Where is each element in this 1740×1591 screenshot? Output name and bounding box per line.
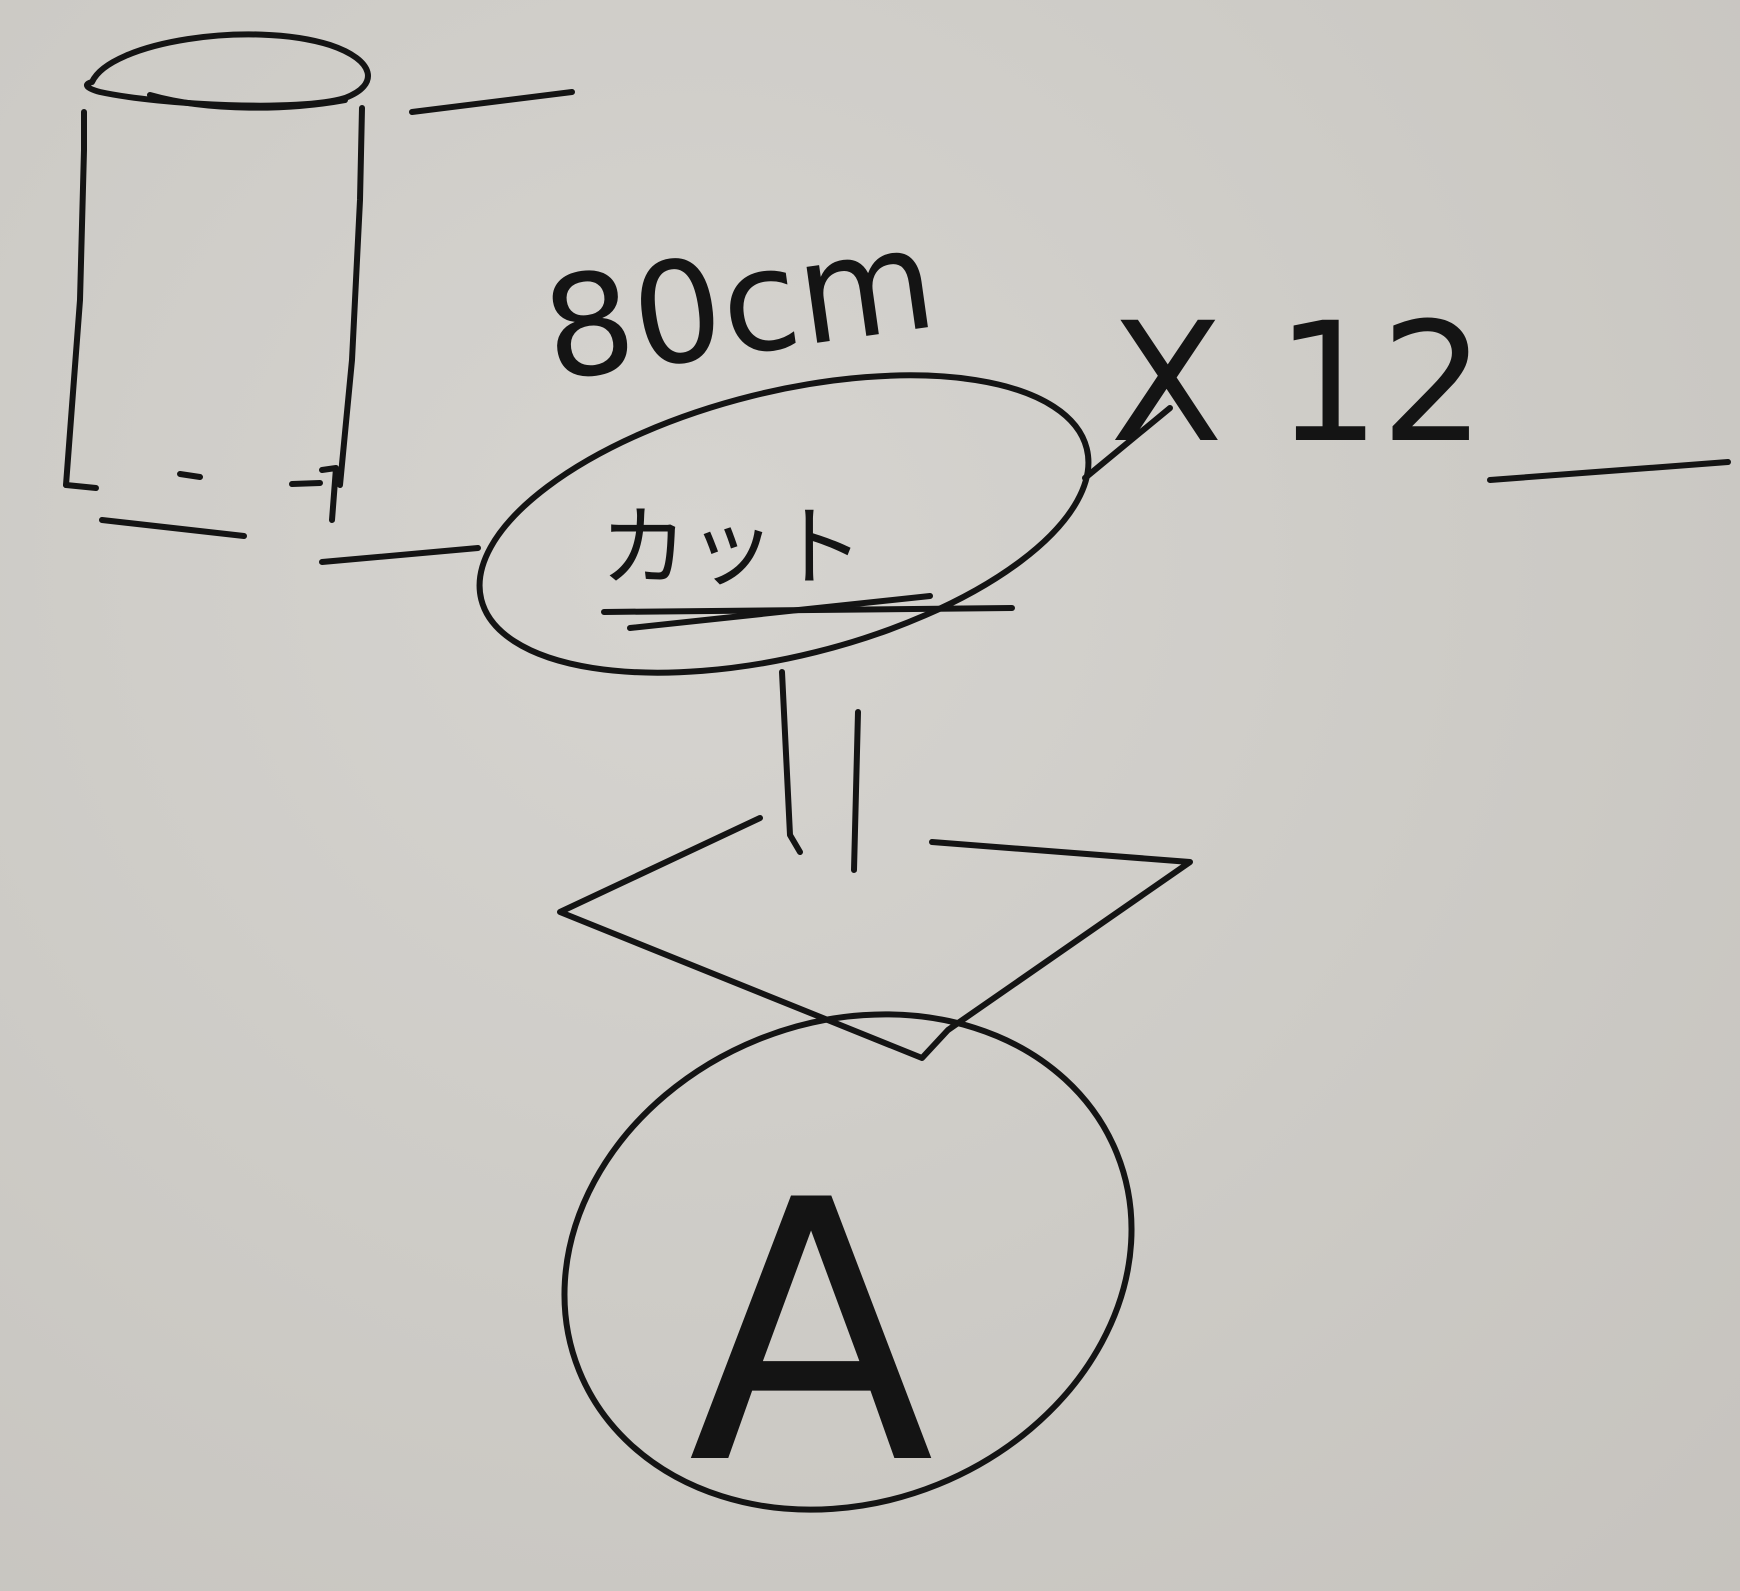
cylinder-bottom-right-tick: [319, 465, 339, 523]
multiplier-underline: [1487, 459, 1731, 483]
connector-top-line: [409, 89, 575, 115]
cut-process-node: カット: [476, 372, 1092, 676]
cut-label: カット: [600, 496, 864, 599]
arrow-stem-right: [851, 709, 861, 873]
length-label: 80cm: [534, 198, 944, 414]
cut-label-underline-2: [627, 593, 933, 631]
cut-ellipse: [476, 372, 1092, 676]
cylinder-top-ellipse: [84, 31, 371, 109]
cut-to-multiplier-line: [1082, 405, 1173, 481]
cylinder-bottom-dash-1: [63, 482, 99, 491]
arrow-head: [557, 815, 1193, 1061]
cylinder-bottom-dash-2: [177, 471, 203, 480]
cylinder-top-inner-line: [147, 92, 348, 111]
multiplier-label: X 12: [1110, 287, 1485, 479]
cylinder-bottom-line: [99, 517, 247, 539]
connector-cylinder-to-cut: [319, 545, 481, 565]
output-circle: [561, 1011, 1135, 1513]
output-label: A: [688, 1124, 936, 1543]
cylinder-bottom-dash-3: [289, 480, 323, 487]
cylinder-right-side: [337, 105, 365, 488]
arrow-stem-left: [779, 669, 803, 855]
cylinder-left-side: [63, 109, 87, 488]
output-node: A: [561, 1011, 1135, 1543]
cylinder-stock-shape: [63, 31, 371, 539]
